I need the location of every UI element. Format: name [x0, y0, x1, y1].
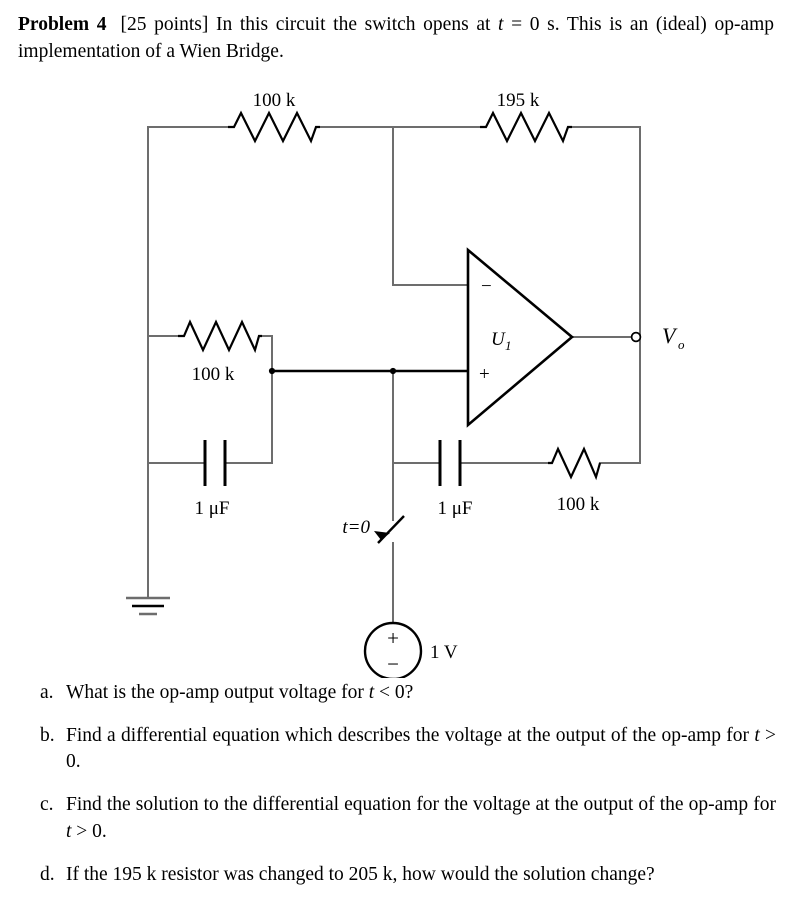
resistor-left-branch: 100 k	[178, 319, 262, 385]
voltage-source: + − 1 V	[363, 621, 458, 678]
output-label-subscript: o	[678, 337, 685, 352]
ground-left	[126, 596, 170, 616]
question-item-a: a. What is the op-amp output voltage for…	[40, 680, 776, 706]
resistor-left-branch-label: 100 k	[192, 364, 235, 385]
source-value-label: 1 V	[430, 642, 458, 663]
problem-text-part1: In this circuit the switch opens at	[216, 14, 499, 35]
junction-noninverting-middle	[389, 367, 397, 375]
question-text-a: What is the op-amp output voltage for t …	[66, 682, 414, 703]
capacitor-middle-label: 1 μF	[437, 498, 472, 519]
resistor-top-left: 100 k	[228, 90, 320, 144]
question-marker-c: c.	[40, 794, 54, 816]
opamp-inverting-sign: −	[481, 276, 492, 297]
voltage-source-circle	[363, 621, 423, 678]
resistor-bottom-right-label: 100 k	[557, 494, 600, 515]
opamp-u1: − + U 1	[466, 247, 575, 428]
question-text-d: If the 195 k resistor was changed to 205…	[66, 863, 655, 885]
output-terminal-circle	[630, 331, 642, 343]
capacitor-middle: 1 μF	[437, 440, 473, 519]
question-marker-b: b.	[40, 725, 55, 747]
capacitor-left-label: 1 μF	[194, 498, 229, 519]
circuit-diagram: 100 k 195 k 100 k 100 k 1 μF	[0, 88, 792, 678]
problem-statement: Problem 4 [25 points] In this circuit the…	[18, 12, 774, 65]
opamp-noninverting-sign: +	[479, 364, 490, 385]
capacitor-left: 1 μF	[194, 440, 230, 519]
question-text-b: Find a differential equation which descr…	[66, 725, 776, 773]
output-terminal-vo: V o	[630, 323, 685, 352]
question-text-c: Find the solution to the differential eq…	[66, 794, 776, 842]
junction-noninverting-left	[268, 367, 276, 375]
problem-label: Problem 4	[18, 14, 107, 35]
question-item-b: b. Find a differential equation which de…	[40, 723, 776, 775]
opamp-label: U	[491, 329, 506, 350]
resistor-bottom-right: 100 k	[548, 446, 602, 515]
question-item-c: c. Find the solution to the differential…	[40, 792, 776, 844]
problem-points: [25 points]	[120, 14, 209, 35]
problem-variable-t: t	[498, 14, 504, 35]
resistor-feedback: 195 k	[480, 90, 572, 144]
source-minus-sign: −	[387, 652, 399, 676]
question-item-d: d. If the 195 k resistor was changed to …	[40, 862, 776, 888]
question-marker-d: d.	[40, 863, 55, 885]
question-marker-a: a.	[40, 682, 54, 703]
switch-label: t=0	[342, 517, 370, 538]
opamp-label-subscript: 1	[505, 338, 512, 353]
source-plus-sign: +	[387, 626, 399, 650]
resistor-feedback-label: 195 k	[497, 90, 540, 111]
problem-text-remainder: = 0 s. This is an (ideal) op-amp impleme…	[18, 14, 775, 62]
junction-dots	[268, 367, 397, 375]
question-list: a. What is the op-amp output voltage for…	[40, 680, 776, 905]
output-label: V	[662, 323, 678, 348]
resistor-top-left-label: 100 k	[253, 90, 296, 111]
switch-t0[interactable]: t=0	[342, 515, 405, 544]
wire-network	[147, 126, 641, 624]
